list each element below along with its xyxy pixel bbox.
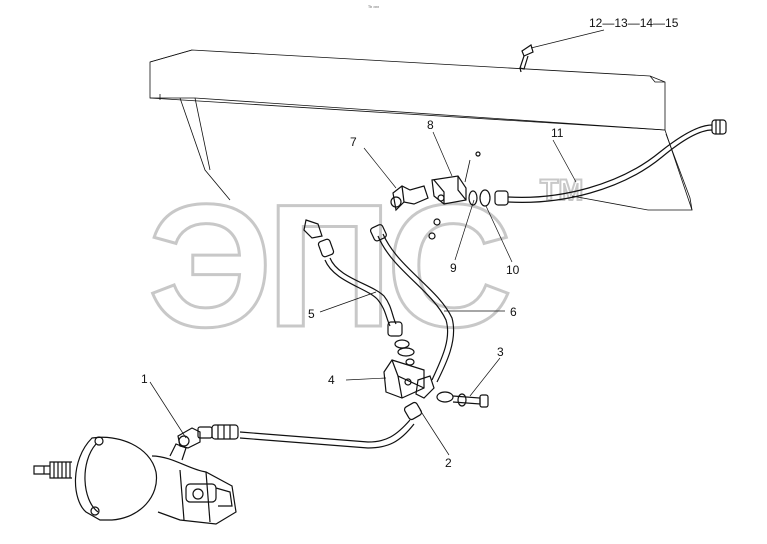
callout-5: 5 <box>308 307 315 321</box>
fitting-10 <box>468 189 509 207</box>
callout-11: 11 <box>551 126 564 140</box>
callout-labels: 12—13—14—15 11 8 7 9 10 5 6 4 3 2 1 <box>141 16 679 470</box>
callout-1: 1 <box>141 372 148 386</box>
callout-12-15: 12—13—14—15 <box>589 16 679 30</box>
bracket-8 <box>428 151 481 240</box>
clutch-booster <box>33 436 237 525</box>
frame-channel-beam <box>149 49 693 211</box>
leader-lines <box>149 29 605 456</box>
bracket-4 <box>383 359 425 399</box>
bolt-3 <box>436 391 489 408</box>
hose-6 <box>369 224 455 383</box>
mounting-bolt <box>519 44 534 73</box>
pipe-main <box>197 419 415 449</box>
callout-9: 9 <box>450 261 457 275</box>
header-mark: ᵀᵇ ᵒᵒᵒ <box>368 5 379 11</box>
callout-10: 10 <box>506 263 520 277</box>
watermark-logo-text: ЭПС <box>148 169 508 364</box>
elbow-fitting-2 <box>403 375 435 421</box>
hose-11 <box>507 119 727 203</box>
callout-4: 4 <box>328 373 335 387</box>
hose-5 <box>303 219 403 337</box>
callout-8: 8 <box>427 118 434 132</box>
elbow-fitting-7 <box>390 185 429 212</box>
callout-3: 3 <box>497 345 504 359</box>
callout-7: 7 <box>350 135 357 149</box>
watermark: ЭПС TM <box>147 168 585 366</box>
callout-2: 2 <box>445 456 452 470</box>
callout-6: 6 <box>510 305 517 319</box>
